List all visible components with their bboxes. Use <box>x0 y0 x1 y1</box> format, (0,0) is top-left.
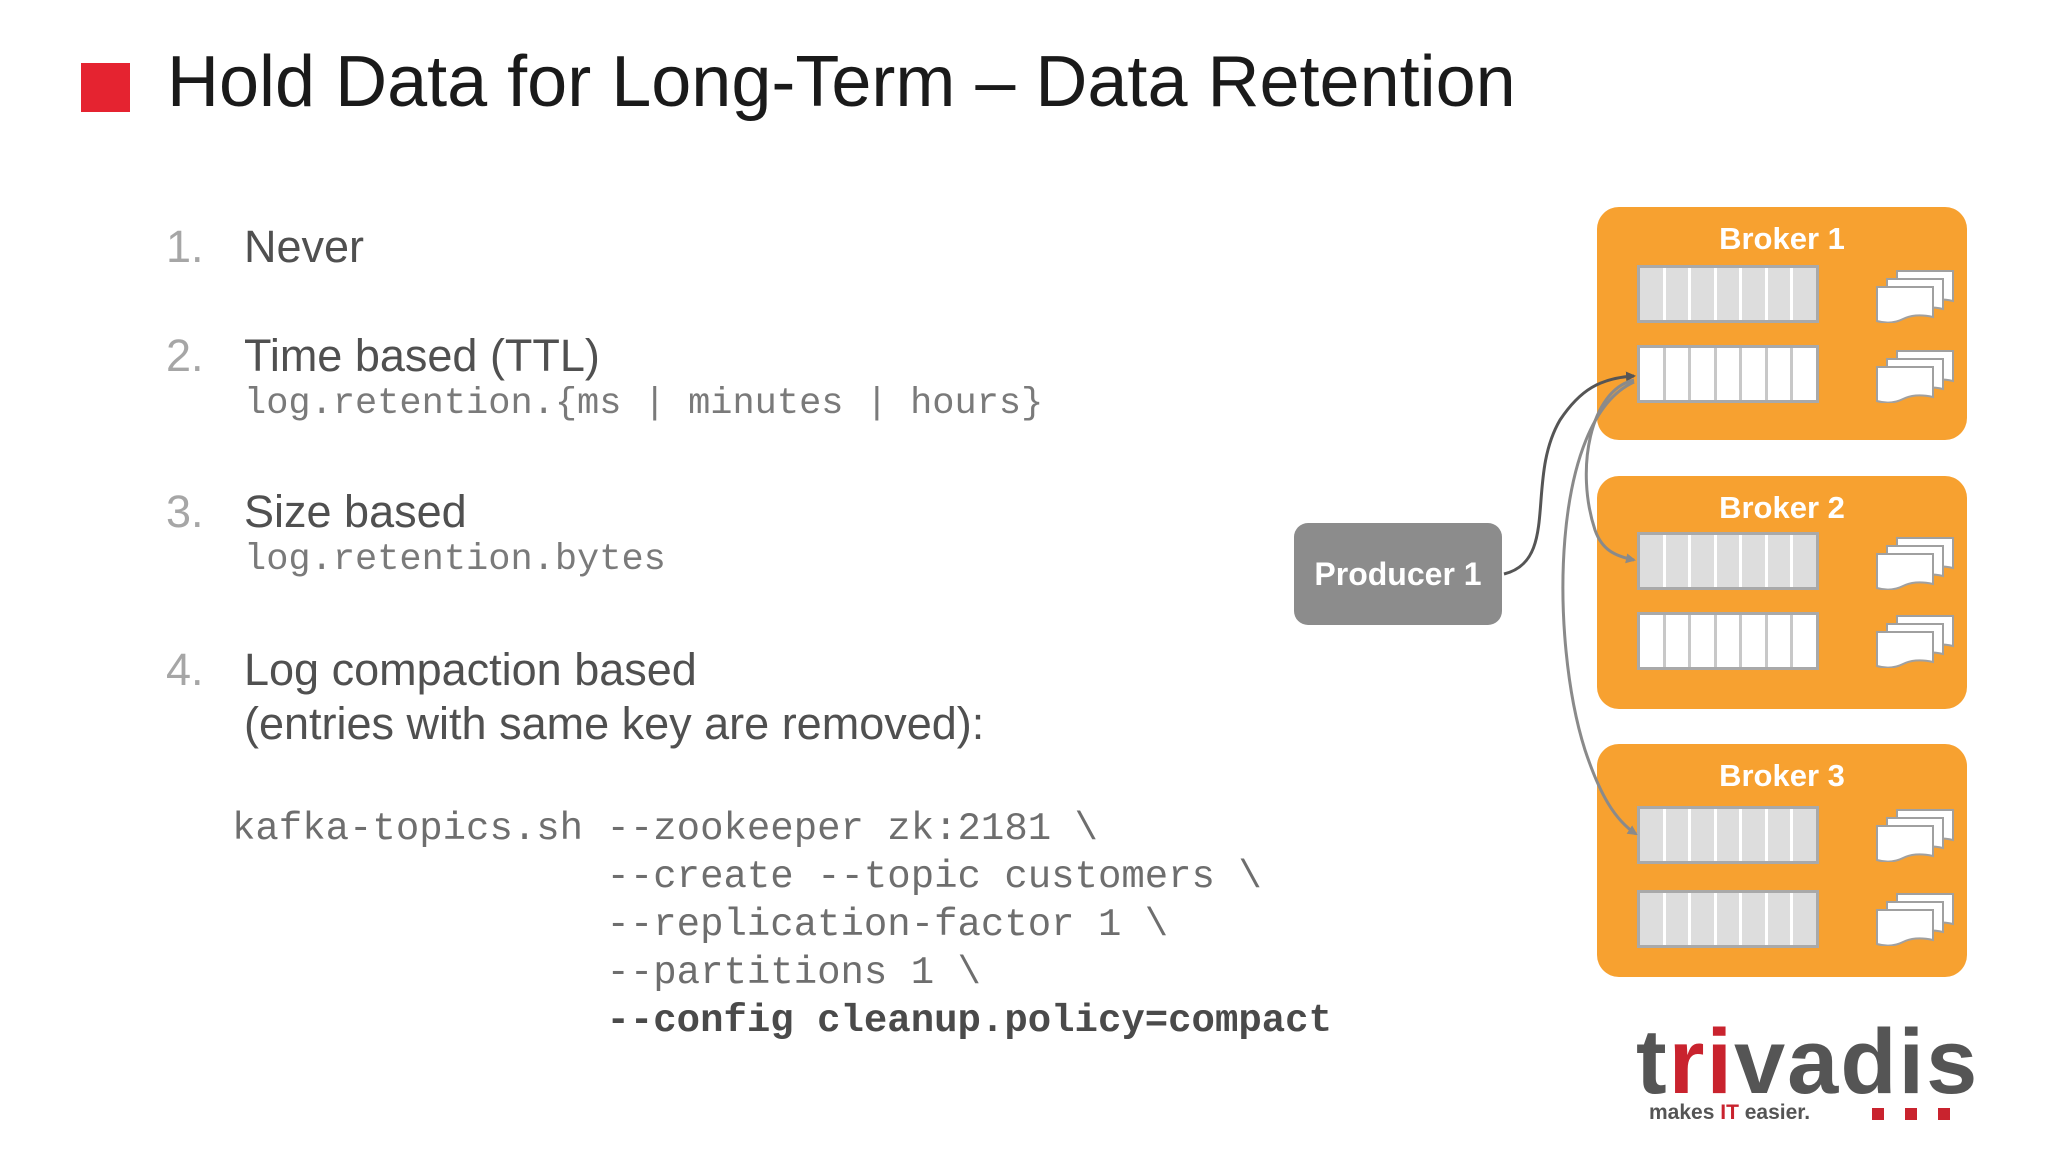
trivadis-logo: trivadis makes IT easier. <box>1636 1012 1977 1124</box>
logo-wordmark: trivadis <box>1636 1011 1980 1113</box>
command-line: --create --topic customers \ <box>232 855 1262 899</box>
item-text: Size based <box>244 486 467 537</box>
broker-2: Broker 2 <box>1597 476 1967 709</box>
item-text: Time based (TTL) <box>244 330 600 381</box>
partition-log <box>1637 890 1819 948</box>
broker-3: Broker 3 <box>1597 744 1967 977</box>
logo-tagline: makes IT easier. <box>1649 1101 1811 1124</box>
partition-log-leader <box>1637 345 1819 403</box>
document-stack-icon <box>1876 809 1954 862</box>
item-text-continued: (entries with same key are removed): <box>244 698 985 749</box>
broker-label: Broker 2 <box>1719 490 1845 525</box>
document-stack-icon <box>1876 615 1954 668</box>
document-stack-icon <box>1876 537 1954 590</box>
slide-title: Hold Data for Long-Term – Data Retention <box>167 42 1516 122</box>
item-text: Log compaction based <box>244 644 697 695</box>
broker-1: Broker 1 <box>1597 207 1967 440</box>
producer-box: Producer 1 <box>1294 523 1502 625</box>
broker-label: Broker 1 <box>1719 221 1845 256</box>
kafka-topics-command: kafka-topics.sh --zookeeper zk:2181 \ --… <box>232 805 1332 1045</box>
partition-log <box>1637 532 1819 590</box>
broker-label: Broker 3 <box>1719 758 1845 793</box>
title-marker <box>81 63 130 112</box>
partition-log <box>1637 612 1819 670</box>
document-stack-icon <box>1876 270 1954 323</box>
item-number: 4. <box>166 644 204 695</box>
item-number: 1. <box>166 221 204 272</box>
item-config-code: log.retention.bytes <box>244 539 666 581</box>
item-text: Never <box>244 221 365 272</box>
command-line: --partitions 1 \ <box>232 951 981 995</box>
item-number: 3. <box>166 486 204 537</box>
item-config-code: log.retention.{ms | minutes | hours} <box>244 383 1044 425</box>
item-number: 2. <box>166 330 204 381</box>
partition-log <box>1637 265 1819 323</box>
command-config-line: --config cleanup.policy=compact <box>232 999 1332 1043</box>
command-line: kafka-topics.sh --zookeeper zk:2181 \ <box>232 807 1098 851</box>
document-stack-icon <box>1876 893 1954 946</box>
document-stack-icon <box>1876 350 1954 403</box>
logo-dots <box>1872 1108 1950 1120</box>
partition-log <box>1637 806 1819 864</box>
command-line: --replication-factor 1 \ <box>232 903 1169 947</box>
